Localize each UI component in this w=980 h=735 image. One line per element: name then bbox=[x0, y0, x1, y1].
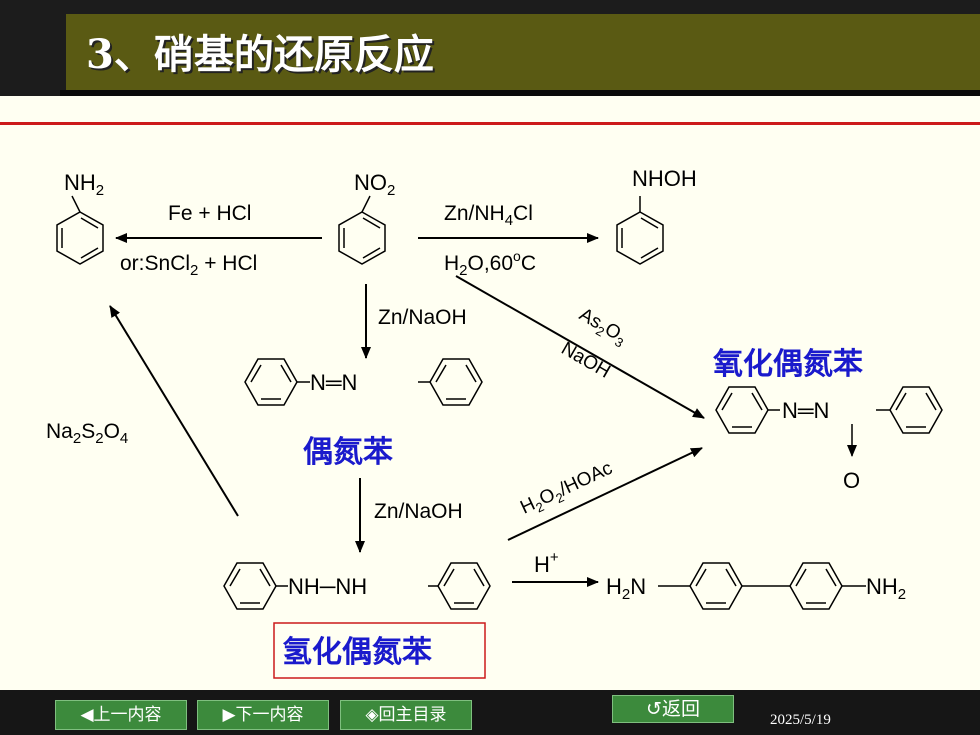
hydrazobenzene-structure bbox=[223, 562, 491, 610]
svg-text:NaOH: NaOH bbox=[558, 338, 614, 383]
benzene-ring-aniline bbox=[56, 195, 104, 265]
arrow-hydrazo-to-aniline bbox=[109, 305, 239, 517]
reagent-as2o3: As2O3 bbox=[574, 304, 631, 351]
reagent-h-plus: H+ bbox=[534, 549, 559, 577]
benzidine-structure bbox=[658, 562, 866, 610]
azobenzene-structure bbox=[244, 358, 483, 406]
name-hydrazobenzene: 氢化偶氮苯 bbox=[282, 635, 432, 670]
nhoh-group-label: NHOH bbox=[632, 166, 697, 191]
reagent-naoh: NaOH bbox=[558, 338, 614, 383]
divider-line bbox=[0, 122, 980, 125]
hydrazobenzene-name-box bbox=[273, 622, 486, 679]
benzene-ring-nitrobenzene bbox=[338, 195, 386, 265]
page-title: 3、硝基的还原反应 bbox=[86, 31, 434, 78]
benzidine-left-amino: H2N bbox=[606, 574, 646, 603]
reaction-diagram: NH2 NO2 NHOH Fe + HCl or:SnCl2 + HCl Zn/… bbox=[46, 166, 943, 679]
reagent-na2s2o4: Na2S2O4 bbox=[46, 420, 128, 447]
next-content-button[interactable]: ▶下一内容 bbox=[197, 700, 329, 730]
nitro-group-label: NO2 bbox=[354, 170, 395, 199]
arrow-hydrazo-to-azoxy bbox=[507, 447, 703, 541]
reagent-zn-nh4cl: Zn/NH4Cl bbox=[444, 202, 533, 229]
reagent-zn-naoh-2: Zn/NaOH bbox=[374, 500, 463, 523]
title-shadow bbox=[60, 90, 980, 96]
benzidine-right-amino: NH2 bbox=[866, 574, 906, 603]
azo-linkage: N═N bbox=[310, 370, 357, 395]
name-azoxybenzene: 氧化偶氮苯 bbox=[713, 347, 863, 382]
title-bar: 3、硝基的还原反应 bbox=[66, 14, 980, 90]
benzene-ring-phenylhydroxylamine bbox=[616, 196, 664, 265]
svg-text:As2O3: As2O3 bbox=[574, 304, 631, 351]
reagent-h2o-60c: H2O,60oC bbox=[444, 248, 536, 279]
azoxybenzene-structure bbox=[715, 386, 943, 434]
main-menu-button[interactable]: ◈回主目录 bbox=[340, 700, 472, 730]
footer-nav: ◀上一内容 ▶下一内容 ◈回主目录 ↺返回 2025/5/19 bbox=[0, 690, 980, 735]
name-azobenzene: 偶氮苯 bbox=[303, 435, 393, 470]
aniline-amino-label: NH2 bbox=[64, 170, 104, 199]
hydrazo-linkage: NH─NH bbox=[288, 574, 367, 599]
azoxy-linkage: N═N bbox=[782, 398, 829, 423]
back-button[interactable]: ↺返回 bbox=[612, 695, 734, 723]
prev-content-button[interactable]: ◀上一内容 bbox=[55, 700, 187, 730]
reagent-zn-naoh-1: Zn/NaOH bbox=[378, 306, 467, 329]
slide-content: NH2 NO2 NHOH Fe + HCl or:SnCl2 + HCl Zn/… bbox=[0, 96, 980, 690]
reagent-fe-hcl: Fe + HCl bbox=[168, 202, 251, 225]
slide-date: 2025/5/19 bbox=[770, 712, 831, 728]
arrow-to-azoxybenzene bbox=[455, 275, 705, 419]
n-oxide-oxygen: O bbox=[843, 468, 860, 493]
reagent-sncl2-hcl: or:SnCl2 + HCl bbox=[120, 252, 257, 279]
